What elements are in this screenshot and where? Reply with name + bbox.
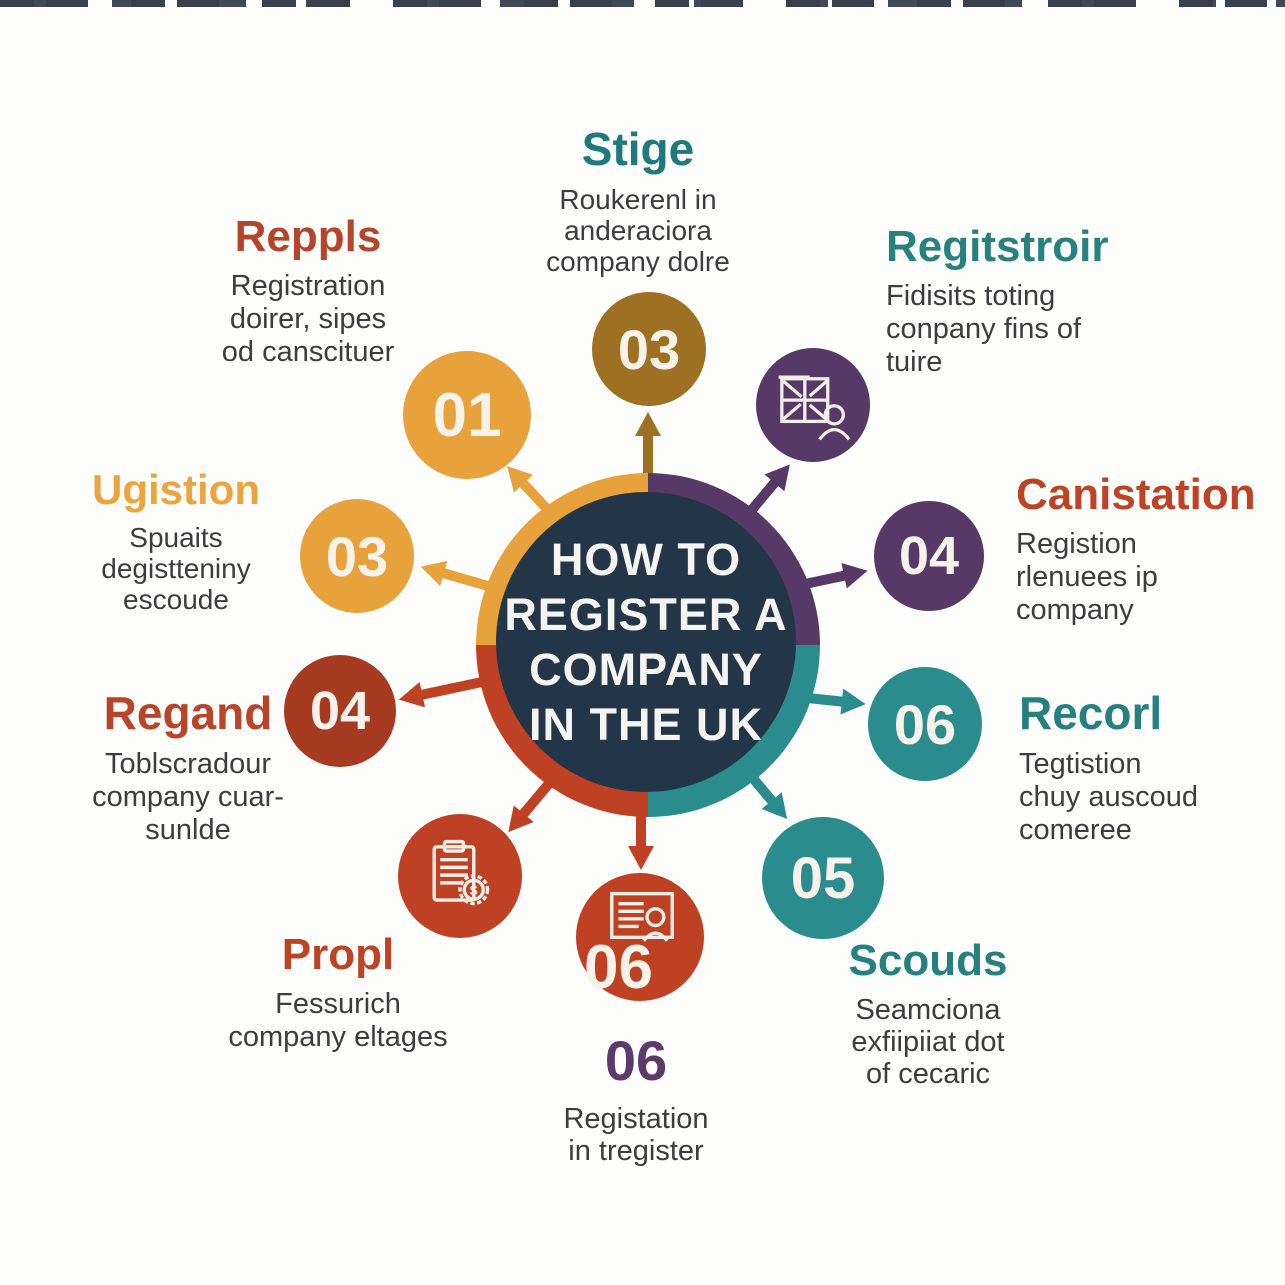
callout-lower-left: Regand Toblscradour company cuar- sunlde: [92, 686, 284, 847]
callout-text-line: Registation: [563, 1103, 709, 1135]
callout-text-line: Fidisits toting: [886, 280, 1056, 312]
step-circle-05: 05: [762, 817, 884, 939]
callout-title: Ugistion: [92, 466, 260, 513]
step-number: 06: [584, 933, 653, 1002]
step-number: 05: [790, 845, 856, 911]
callout-text-line: of cecaric: [865, 1058, 991, 1090]
callout-text-line: tuire: [886, 346, 943, 378]
step-circle-03-top: 03: [592, 292, 706, 406]
arrow-to-01: [507, 466, 552, 514]
arrow-to-04-left: [398, 677, 484, 708]
callout-mid-left: Ugistion Spuaits degistteniny escoude: [92, 466, 260, 615]
callout-text-line: chuy auscoud: [1019, 781, 1198, 813]
callout-title: Regitstroir: [886, 222, 1109, 271]
callout-text-line: company dolre: [546, 246, 730, 277]
callout-text-line: company: [1016, 594, 1134, 626]
callout-title: Scouds: [848, 936, 1008, 985]
step-circle-04-left: 04: [284, 655, 396, 767]
top-edge-artifact: [0, 0, 1285, 7]
callout-text-line: Registion: [1016, 528, 1137, 560]
callout-text-line: Toblscradour: [104, 748, 272, 780]
certificate-person-icon: [610, 891, 674, 942]
callout-text-line: rlenuees ip: [1016, 561, 1158, 593]
callout-text-line: anderaciora: [564, 215, 712, 246]
callout-text-line: degistteniny: [101, 553, 251, 584]
svg-text:$: $: [470, 883, 478, 898]
arrow-to-03-top: [635, 412, 661, 478]
step-circle-01: 01: [403, 351, 531, 479]
callout-top-left: Reppls Registration doirer, sipes od can…: [222, 212, 395, 369]
callout-text-line: company cuar-: [92, 781, 284, 813]
callout-bottom-left: Propl Fessurich company eltages: [228, 930, 447, 1054]
callout-text-line: sunlde: [145, 814, 231, 846]
callout-text-line: Tegtistion: [1019, 748, 1142, 780]
callout-number: 06: [604, 1029, 668, 1092]
step-number: 04: [898, 526, 960, 586]
callout-bottom-center: 06 Registation in tregister: [563, 1028, 708, 1167]
step-number: 01: [432, 380, 502, 450]
callout-bottom-right: Scouds Seamciona exfiipiiat dot of cecar…: [849, 936, 1008, 1090]
callout-title: Regand: [103, 687, 273, 739]
step-circle-04-right: 04: [874, 501, 984, 611]
callout-text-line: Fessurich: [275, 988, 401, 1020]
callout-title: Reppls: [234, 212, 382, 261]
callout-top-center: Stige Roukerenl in anderaciora company d…: [546, 122, 730, 277]
step-circle-flag: [756, 348, 870, 462]
uk-flag-person-icon: [778, 375, 851, 441]
step-circle-doc: $: [398, 814, 522, 938]
callout-mid-right: Canistation Registion rlenuees ip compan…: [1016, 470, 1256, 627]
callout-top-right: Regitstroir Fidisits toting conpany fins…: [886, 222, 1108, 379]
center-title-line: REGISTER A: [504, 589, 788, 640]
callout-text-line: exfiipiiat dot: [851, 1026, 1005, 1058]
callout-text-line: od canscituer: [221, 336, 395, 368]
step-number: 04: [309, 681, 371, 741]
step-number: 03: [617, 317, 681, 381]
callout-text-line: escoude: [123, 584, 229, 615]
center-title-circle: HOW TO REGISTER A COMPANY IN THE UK: [496, 492, 796, 792]
callout-title: Propl: [281, 930, 395, 979]
callout-text-line: Registration: [230, 270, 386, 302]
callout-title: Stige: [581, 123, 695, 175]
callout-text-line: Roukerenl in: [559, 184, 717, 215]
callout-text-line: comeree: [1019, 814, 1132, 846]
step-number: 06: [893, 692, 957, 756]
step-circle-06-right: 06: [868, 667, 982, 781]
center-title-line: HOW TO: [550, 534, 742, 585]
callout-title: Recorl: [1019, 687, 1163, 739]
arrow-to-doc: [508, 776, 556, 833]
callout-text-line: conpany fins of: [886, 313, 1082, 345]
callout-text-line: Spuaits: [129, 522, 223, 553]
arrow-to-flag: [746, 464, 790, 516]
callout-lower-right: Recorl Tegtistion chuy auscoud comeree: [1019, 686, 1198, 847]
step-number: 03: [325, 524, 389, 588]
arrow-to-06-right: [807, 688, 866, 715]
callout-text-line: company eltages: [228, 1021, 448, 1053]
callout-text-line: Seamciona: [855, 994, 1001, 1026]
step-circle-03-left: 03: [300, 499, 414, 613]
arrow-to-04-right: [803, 562, 868, 589]
center-title-line: IN THE UK: [529, 699, 763, 750]
callout-text-line: in tregister: [568, 1135, 704, 1167]
clipboard-dollar-seal-icon: $: [432, 839, 490, 906]
center-title-line: COMPANY: [529, 644, 763, 695]
callout-text-line: doirer, sipes: [229, 303, 387, 335]
arrow-to-03-left: [420, 560, 490, 591]
callout-title: Canistation: [1016, 470, 1256, 519]
step-circle-06-bottom: 06: [576, 873, 704, 1002]
